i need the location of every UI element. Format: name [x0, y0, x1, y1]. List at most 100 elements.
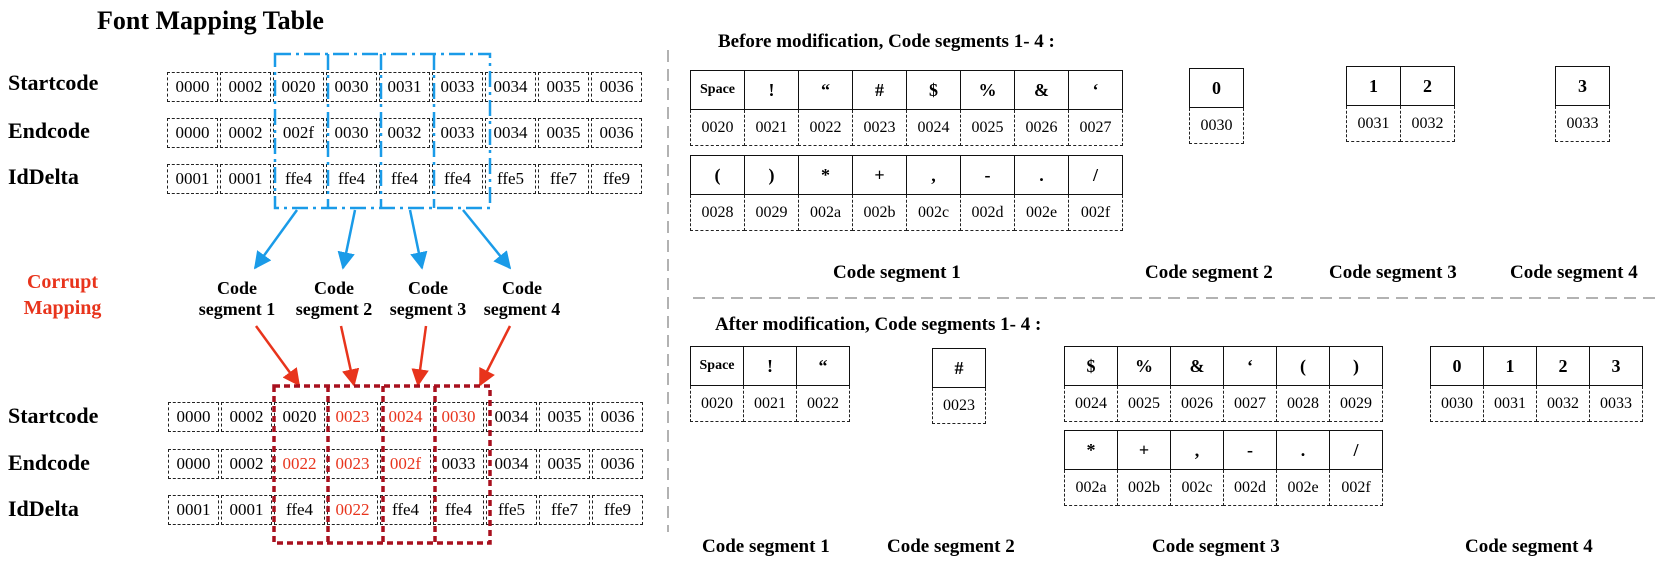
- segment-label-line: Code: [217, 278, 257, 298]
- after-seg3-glyph-cell: /: [1329, 430, 1383, 470]
- top-table-cell: 0034: [485, 72, 536, 102]
- red-arrow-segment-4: [478, 325, 512, 387]
- top-table-cell: 0036: [591, 72, 642, 102]
- bottom-table-cell: 0002: [221, 402, 272, 432]
- after-seg4-code-cell: 0031: [1483, 386, 1537, 422]
- before-seg1-glyph-cell: &: [1014, 70, 1069, 110]
- left-segment-label-2: Code segment 2: [284, 278, 384, 320]
- blue-arrow-segment-2: [337, 209, 357, 270]
- left-segment-label-3: Code segment 3: [378, 278, 478, 320]
- after-seg4-glyph-cell: 3: [1589, 346, 1643, 386]
- top-row-label-endcode: Endcode: [8, 118, 90, 143]
- before-seg1-glyph-cell: ): [744, 155, 799, 195]
- corrupt-label-line1: Corrupt: [26, 271, 99, 293]
- after-segment-label-4: Code segment 4: [1465, 536, 1593, 557]
- before-seg1-glyph-cell: (: [690, 155, 745, 195]
- top-table-cell: 0032: [379, 118, 430, 148]
- top-table-cell: 0030: [326, 118, 377, 148]
- bottom-table-cell: 0036: [592, 402, 643, 432]
- top-table-cell: 0002: [220, 118, 271, 148]
- before-seg2-code-cell: 0030: [1189, 108, 1244, 144]
- top-table-cell: 0036: [591, 118, 642, 148]
- bottom-table-cell: 0022: [327, 495, 378, 525]
- after-segment-label-1: Code segment 1: [702, 536, 830, 557]
- before-seg1-code-cell: 002a: [798, 195, 853, 231]
- after-seg1-glyph-cell: “: [796, 346, 850, 386]
- top-table-cell: 0000: [167, 118, 218, 148]
- bottom-table-cell: ffe4: [433, 495, 484, 525]
- bottom-table-cell: 0002: [221, 449, 272, 479]
- after-seg2-code-cell: 0023: [932, 388, 986, 424]
- before-segment-label-4: Code segment 4: [1510, 262, 1638, 283]
- after-seg1-code-cell: 0022: [796, 386, 850, 422]
- before-segment-label-2: Code segment 2: [1145, 262, 1273, 283]
- before-seg4-glyph-cell: 3: [1555, 66, 1610, 106]
- top-table-cell: ffe4: [379, 164, 430, 194]
- after-seg1-glyph-cell: Space: [690, 346, 744, 386]
- bottom-table-cell: 0001: [168, 495, 219, 525]
- left-segment-label-4: Code segment 4: [472, 278, 572, 320]
- bottom-table-cell: ffe5: [486, 495, 537, 525]
- after-seg3-glyph-cell: %: [1117, 346, 1171, 386]
- top-table-cell: 0033: [432, 118, 483, 148]
- after-seg2-glyph-cell: #: [932, 348, 986, 388]
- segment-label-line: segment 3: [389, 299, 467, 319]
- before-seg1-code-cell: 002b: [852, 195, 907, 231]
- before-seg1-code-cell: 002c: [906, 195, 961, 231]
- after-seg3-glyph-cell: (: [1276, 346, 1330, 386]
- bottom-table-cell: ffe4: [274, 495, 325, 525]
- after-seg1-glyph-cell: !: [743, 346, 797, 386]
- before-seg2-glyph-cell: 0: [1189, 68, 1244, 108]
- before-seg1-glyph-cell: +: [852, 155, 907, 195]
- bottom-table-cell: ffe9: [592, 495, 643, 525]
- bottom-table-cell: 0034: [486, 402, 537, 432]
- before-seg1-glyph-cell: ,: [906, 155, 961, 195]
- top-table-cell: 0034: [485, 118, 536, 148]
- top-table-cell: ffe4: [273, 164, 324, 194]
- bottom-table-cell: 0024: [380, 402, 431, 432]
- bottom-table-cell: 0023: [327, 449, 378, 479]
- before-seg3-glyph-cell: 2: [1400, 66, 1455, 106]
- before-seg1-code-cell: 0020: [690, 110, 745, 146]
- after-segment-label-2: Code segment 2: [887, 536, 1015, 557]
- before-seg1-code-cell: 0025: [960, 110, 1015, 146]
- segment-label-line: segment 1: [198, 299, 276, 319]
- before-seg1-glyph-cell: .: [1014, 155, 1069, 195]
- after-seg3-glyph-cell: -: [1223, 430, 1277, 470]
- before-segment-label-1: Code segment 1: [833, 262, 961, 283]
- after-segment-label-3: Code segment 3: [1152, 536, 1280, 557]
- after-heading: After modification, Code segments 1- 4 :: [715, 314, 1042, 335]
- after-seg3-code-cell: 0024: [1064, 386, 1118, 422]
- bottom-table-cell: 0036: [592, 449, 643, 479]
- top-table-cell: ffe4: [432, 164, 483, 194]
- top-table-cell: 0035: [538, 118, 589, 148]
- top-table-cell: 0001: [167, 164, 218, 194]
- before-seg1-code-cell: 0022: [798, 110, 853, 146]
- after-seg3-code-cell: 0029: [1329, 386, 1383, 422]
- red-segment-box: [272, 384, 492, 545]
- top-table-cell: 002f: [273, 118, 324, 148]
- before-seg3-glyph-cell: 1: [1346, 66, 1401, 106]
- top-table-cell: 0033: [432, 72, 483, 102]
- bottom-row-label-iddelta: IdDelta: [8, 496, 79, 521]
- blue-arrow-segment-4: [462, 209, 512, 270]
- before-seg4-code-cell: 0033: [1555, 106, 1610, 142]
- after-seg3-glyph-cell: ‘: [1223, 346, 1277, 386]
- top-table-cell: 0030: [326, 72, 377, 102]
- after-seg4-code-cell: 0033: [1589, 386, 1643, 422]
- bottom-table-cell: ffe4: [380, 495, 431, 525]
- bottom-table-cell: 0035: [539, 449, 590, 479]
- top-table-cell: 0002: [220, 72, 271, 102]
- after-seg3-code-cell: 002f: [1329, 470, 1383, 506]
- segment-label-line: Code: [314, 278, 354, 298]
- bottom-table-cell: 0001: [221, 495, 272, 525]
- red-arrow-segment-2: [339, 325, 360, 387]
- red-arrow-segment-3: [411, 325, 429, 387]
- before-segment-label-3: Code segment 3: [1329, 262, 1457, 283]
- bottom-table-cell: 002f: [380, 449, 431, 479]
- top-table-cell: ffe7: [538, 164, 589, 194]
- bottom-table-cell: 0023: [327, 402, 378, 432]
- bottom-table-cell: 0000: [168, 449, 219, 479]
- after-seg3-code-cell: 0027: [1223, 386, 1277, 422]
- before-seg1-code-cell: 0023: [852, 110, 907, 146]
